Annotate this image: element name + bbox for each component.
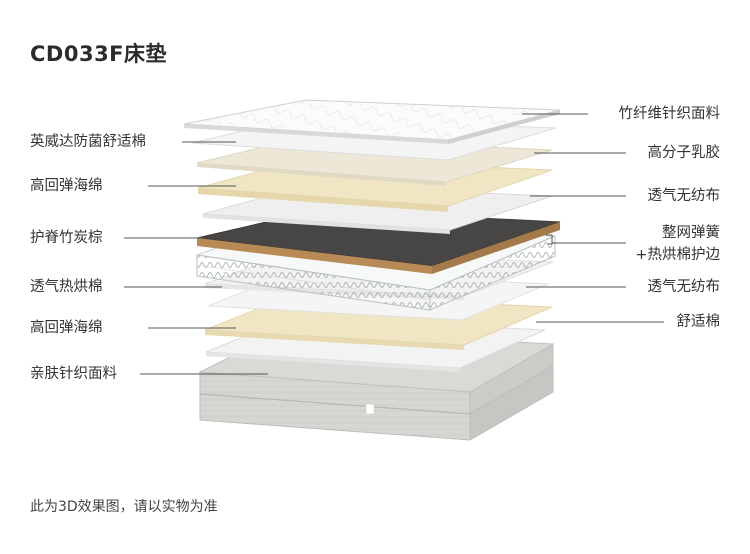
label-comfort-foam: 舒适棉 bbox=[676, 314, 721, 330]
label-spring-unit: 整网弹簧 +热烘棉护边 bbox=[635, 222, 720, 266]
label-knit-fabric: 亲肤针织面料 bbox=[30, 366, 117, 382]
label-nonwoven-2: 透气无纺布 bbox=[647, 279, 721, 295]
footer-note: 此为3D效果图，请以实物为准 bbox=[30, 499, 218, 515]
label-bamboo-fabric: 竹纤维针织面料 bbox=[618, 106, 721, 122]
leader-lines bbox=[124, 113, 664, 375]
layer-top-fabric bbox=[183, 99, 561, 144]
leader-r4 bbox=[546, 234, 626, 244]
label-hr-foam-2: 高回弹海绵 bbox=[30, 320, 103, 336]
label-antibacterial-cotton: 英威达防菌舒适棉 bbox=[30, 134, 146, 150]
label-spring-line-2: +热烘棉护边 bbox=[635, 247, 720, 263]
label-hr-foam-1: 高回弹海绵 bbox=[30, 178, 103, 194]
page-title: CD033F床垫 bbox=[30, 42, 168, 66]
base-box bbox=[198, 329, 555, 441]
label-spring-line-1: 整网弹簧 bbox=[662, 225, 720, 241]
label-charcoal-coir: 护脊竹炭棕 bbox=[30, 230, 103, 246]
label-latex: 高分子乳胶 bbox=[647, 145, 721, 161]
label-nonwoven-1: 透气无纺布 bbox=[647, 188, 721, 204]
label-thermal-cotton: 透气热烘棉 bbox=[30, 279, 103, 295]
